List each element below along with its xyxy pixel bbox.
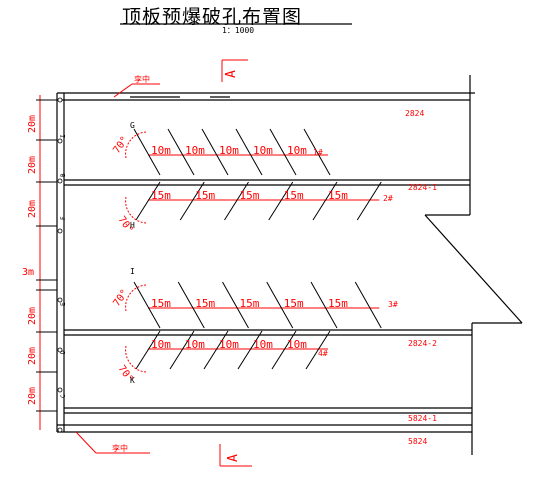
angle-arc (125, 345, 147, 373)
callout-top: 孪中 (113, 74, 160, 98)
scale-label: 1：1000 (222, 26, 255, 35)
section-mark-top-label: A (224, 70, 239, 78)
blast-hole (268, 181, 294, 221)
dim-label-5: 20m (27, 307, 38, 325)
hole-spacing-label: 10m (253, 144, 273, 157)
hole-group-1: 10m 10m 10m 10m 10m 70° 1# G (111, 121, 331, 176)
blast-hole (179, 181, 205, 221)
hole-group-end-label: H (130, 221, 135, 230)
hole-group-end-label: K (130, 376, 135, 385)
hole-spacing-label: 15m (284, 297, 304, 310)
angle-arc (125, 284, 147, 312)
side-point-F: F (60, 216, 67, 220)
blast-hole (203, 330, 229, 370)
hole-group-end-label: G (130, 121, 135, 130)
hole-spacing-label: 10m (151, 338, 171, 351)
road-label-2824: 2824 (405, 109, 424, 118)
hole-spacing-label: 10m (151, 144, 171, 157)
hole-group-id: 1# (313, 148, 323, 157)
blast-hole (167, 128, 195, 176)
angle-arc (125, 131, 147, 159)
blast-hole (312, 181, 338, 221)
hole-spacing-label: 15m (151, 189, 171, 202)
hole-spacing-label: 10m (219, 144, 239, 157)
hole-group-id: 2# (383, 194, 393, 203)
hole-spacing-label: 10m (287, 338, 307, 351)
road-label-5824: 5824 (408, 437, 427, 446)
blast-hole (266, 281, 294, 329)
callout-bottom-label: 孪中 (112, 443, 128, 453)
blast-hole (235, 128, 263, 176)
section-mark-top: A (221, 59, 248, 82)
side-point-C: C (60, 394, 67, 398)
hole-spacing-label: 10m (185, 144, 205, 157)
angle-label: 70° (111, 288, 130, 309)
hole-spacing-label: 15m (328, 189, 348, 202)
blast-hole (222, 281, 249, 329)
blast-hole (356, 181, 382, 221)
angle-arc (125, 196, 147, 224)
side-point-D: D (60, 350, 67, 354)
road-label-2824-2: 2824-2 (408, 339, 437, 348)
hole-spacing-label: 10m (185, 338, 205, 351)
blast-hole (271, 330, 297, 370)
hole-group-id: 4# (318, 349, 328, 358)
blast-hole (305, 330, 331, 370)
blast-hole (169, 330, 195, 370)
hole-spacing-label: 15m (151, 297, 171, 310)
callout-bottom: 孪中 (75, 431, 150, 454)
blast-hole (269, 128, 297, 176)
dim-label-2: 20m (27, 156, 38, 174)
hole-groups: 10m 10m 10m 10m 10m 70° 1# G 15m 15m 15m 15m 15m 70° 2… (111, 121, 397, 385)
dim-label-3: 20m (27, 200, 38, 218)
road-label-2824-1: 2824-1 (408, 183, 437, 192)
hole-spacing-label: 10m (287, 144, 307, 157)
left-dimension-chain: 20m 20m 20m 3m 20m 20m 20m (22, 95, 57, 430)
blast-hole (303, 128, 331, 176)
dim-label-1: 20m (27, 115, 38, 133)
hole-spacing-label: 15m (195, 297, 215, 310)
hole-spacing-label: 10m (253, 338, 273, 351)
dim-label-6: 20m (27, 347, 38, 365)
hole-group-3: 15m 15m 15m 15m 15m 70° 3# I (111, 267, 398, 329)
side-point-E: E (60, 302, 67, 306)
side-point-I: I (60, 134, 67, 138)
section-mark-bottom: A (219, 444, 252, 467)
callout-top-label: 孪中 (134, 74, 150, 84)
page-title: 顶板预爆破孔布置图 (122, 6, 303, 28)
blast-hole (177, 281, 205, 329)
blast-hole (224, 181, 249, 221)
blast-hole (237, 330, 263, 370)
hole-spacing-label: 15m (240, 297, 260, 310)
blast-hole (201, 128, 229, 176)
dim-label-4: 3m (22, 267, 34, 278)
roadway-outline (56, 75, 523, 455)
blast-hole (135, 330, 161, 370)
hole-spacing-label: 15m (195, 189, 215, 202)
blast-hole (354, 281, 382, 329)
hole-spacing-label: 15m (240, 189, 260, 202)
side-points (57, 97, 63, 433)
hole-spacing-label: 10m (219, 338, 239, 351)
hole-group-id: 3# (388, 300, 398, 309)
blast-hole (133, 128, 161, 176)
dim-label-7: 20m (27, 387, 38, 405)
angle-label: 70° (111, 135, 130, 156)
blast-hole (310, 281, 338, 329)
hole-spacing-label: 15m (328, 297, 348, 310)
blast-hole (135, 181, 161, 221)
hole-group-end-label: I (130, 267, 135, 276)
hole-spacing-label: 15m (284, 189, 304, 202)
road-label-5824-1: 5824-1 (408, 414, 437, 423)
side-point-B: B (60, 173, 67, 177)
blast-hole (133, 281, 161, 329)
section-mark-bottom-label: A (226, 454, 241, 462)
